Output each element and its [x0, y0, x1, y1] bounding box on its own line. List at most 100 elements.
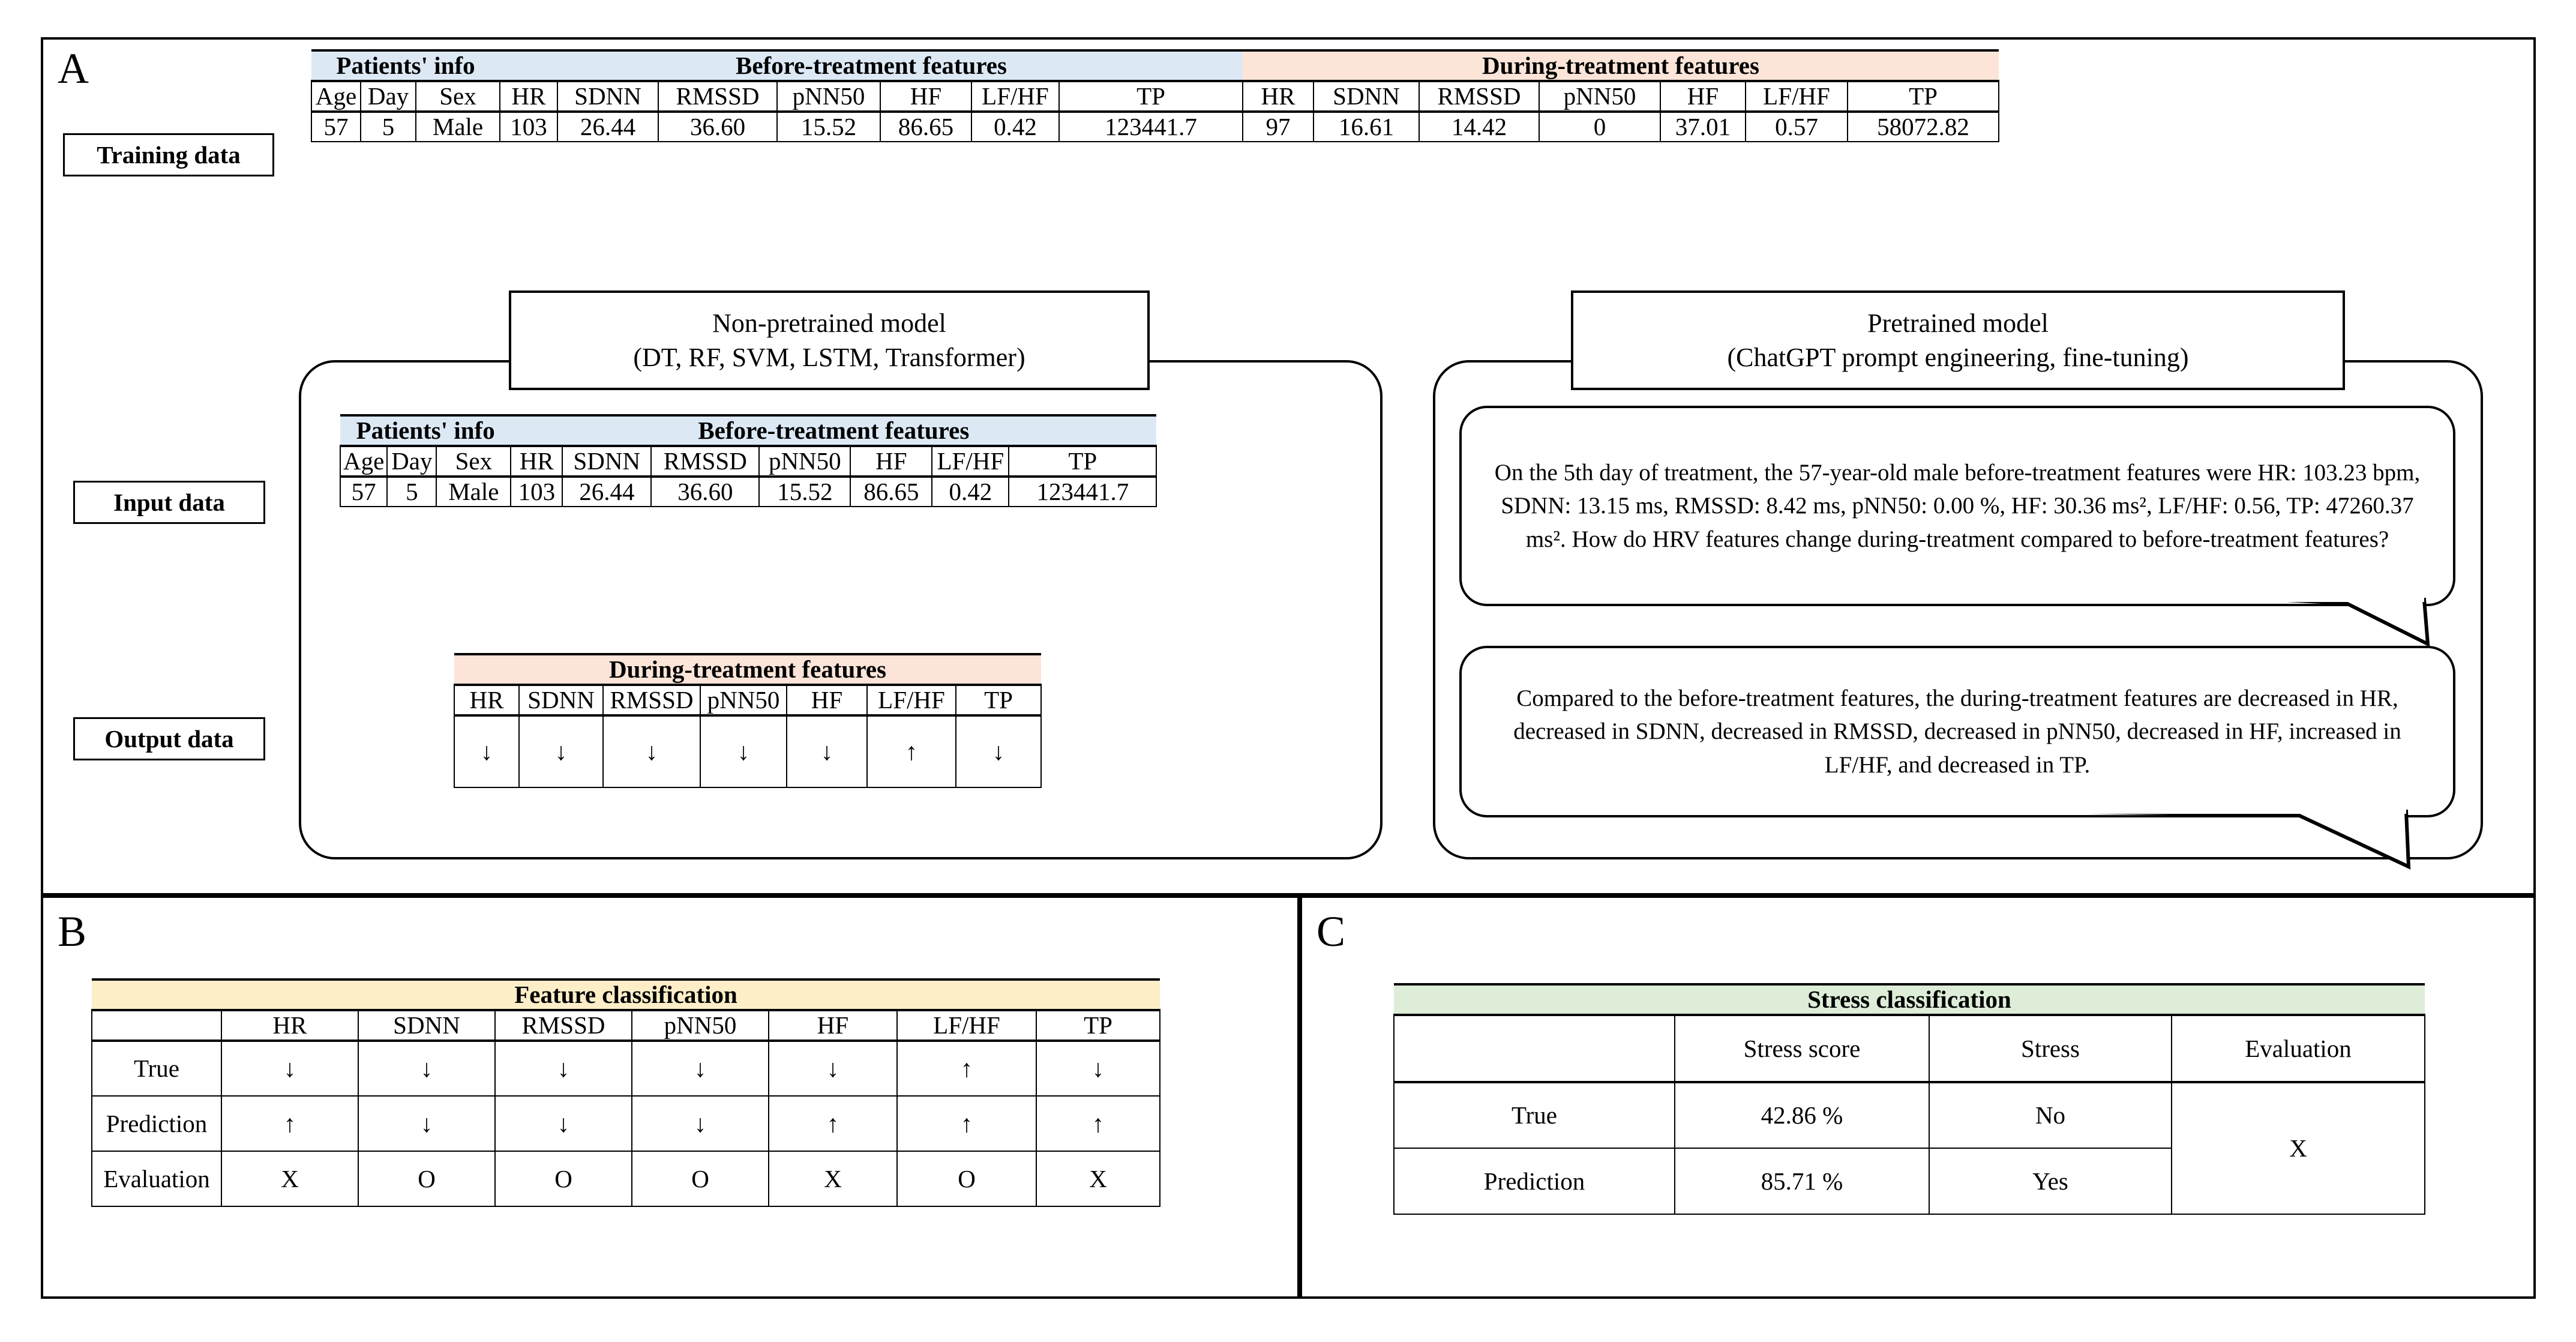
pretrained-model-title: Pretrained model (ChatGPT prompt enginee… [1571, 290, 2345, 390]
input-header-cell: SDNN [562, 445, 652, 478]
training-data-cell: 16.61 [1313, 111, 1420, 143]
output-data-table: During-treatment features HR SDNN RMSSD … [454, 652, 1042, 789]
training-data-cell: 103 [499, 111, 558, 143]
feature-cell: ↓ [1036, 1040, 1160, 1097]
feature-cell: X [768, 1151, 898, 1208]
output-band-row: During-treatment features [454, 652, 1041, 687]
training-data-cell: 14.42 [1419, 111, 1540, 143]
input-header-cell: Sex [436, 445, 512, 478]
output-arrow-cell: ↓ [454, 715, 520, 789]
training-data-cell: 0.57 [1745, 111, 1848, 143]
output-header-cell: LF/HF [866, 684, 956, 717]
feature-cell: ↓ [631, 1040, 769, 1097]
feature-cell: O [896, 1151, 1037, 1208]
feature-row-label: Evaluation [91, 1151, 222, 1208]
non-pretrained-title-line2: (DT, RF, SVM, LSTM, Transformer) [633, 343, 1025, 372]
feature-cell: ↓ [768, 1040, 898, 1097]
training-header-cell: Sex [415, 80, 500, 113]
input-data-cell: 5 [386, 476, 437, 508]
input-data-cell: 15.52 [758, 476, 851, 508]
training-header-cell: TP [1058, 80, 1243, 113]
training-header-cell: RMSSD [1419, 80, 1540, 113]
stress-evaluation-cell: X [2171, 1082, 2425, 1215]
stress-header-cell: Stress [1929, 1014, 2172, 1084]
feature-classification-title: Feature classification [92, 978, 1160, 1012]
training-header-row: Age Day Sex HR SDNN RMSSD pNN50 HF LF/HF… [311, 80, 1999, 113]
training-header-cell: HF [1660, 80, 1746, 113]
stress-classification-header-row: Stress score Stress Evaluation [1393, 1014, 2425, 1084]
stress-classification-wrapper: Stress classification Stress score Stres… [1393, 982, 2425, 1215]
input-header-cell: Day [386, 445, 437, 478]
stress-header-cell: Stress score [1674, 1014, 1930, 1084]
panel-a-letter: A [58, 44, 89, 92]
output-arrow-cell: ↓ [700, 715, 787, 789]
output-header-cell: SDNN [518, 684, 604, 717]
feature-classification-header-cell: LF/HF [896, 1010, 1037, 1043]
feature-cell: ↑ [221, 1095, 359, 1152]
feature-classification-header-row: HR SDNN RMSSD pNN50 HF LF/HF TP [91, 1010, 1160, 1043]
feature-cell: ↓ [221, 1040, 359, 1097]
band-before-treatment-input: Before-treatment features [511, 414, 1157, 448]
input-data-cell: Male [436, 476, 512, 508]
input-header-row: Age Day Sex HR SDNN RMSSD pNN50 HF LF/HF… [339, 445, 1157, 478]
output-header-cell: HF [786, 684, 868, 717]
feature-classification-header-cell: HF [768, 1010, 898, 1043]
feature-cell: ↓ [631, 1095, 769, 1152]
input-data-cell: 0.42 [931, 476, 1010, 508]
feature-cell: ↓ [494, 1095, 632, 1152]
stress-value-cell: Yes [1929, 1148, 2172, 1215]
stress-classification-table: Stress classification Stress score Stres… [1393, 982, 2425, 1215]
output-arrow-cell: ↓ [786, 715, 868, 789]
output-header-cell: TP [955, 684, 1042, 717]
stress-classification-corner [1393, 1014, 1675, 1084]
feature-cell: ↓ [494, 1040, 632, 1097]
training-header-cell: LF/HF [971, 80, 1060, 113]
training-data-cell: 37.01 [1660, 111, 1746, 143]
training-band-row: Patients' info Before-treatment features… [311, 49, 1999, 83]
stress-header-cell: Evaluation [2171, 1014, 2425, 1084]
panel-a [41, 37, 2536, 895]
table-row: True 42.86 % No X [1393, 1082, 2425, 1215]
stress-classification-title-row: Stress classification [1394, 982, 2425, 1017]
training-data-cell: 97 [1242, 111, 1314, 143]
band-during-treatment-output: During-treatment features [454, 652, 1041, 687]
feature-classification-table: Feature classification HR SDNN RMSSD pNN… [91, 978, 1160, 1208]
training-header-cell: HR [1242, 80, 1314, 113]
training-data-row: 57 5 Male 103 26.44 36.60 15.52 86.65 0.… [311, 111, 1999, 143]
training-header-cell: HF [880, 80, 972, 113]
label-input-data: Input data [73, 481, 265, 524]
training-data-cell: 57 [311, 111, 361, 143]
non-pretrained-title-line1: Non-pretrained model [712, 308, 946, 338]
training-data-cell: 0 [1539, 111, 1661, 143]
response-bubble-tail-icon [2046, 809, 2411, 870]
band-patients-info: Patients' info [311, 49, 500, 83]
feature-classification-corner [91, 1010, 222, 1043]
feature-cell: O [358, 1151, 496, 1208]
output-header-cell: HR [454, 684, 520, 717]
band-patients-info-input: Patients' info [340, 414, 511, 448]
feature-classification-header-cell: HR [221, 1010, 359, 1043]
stress-row-label: Prediction [1393, 1148, 1675, 1215]
input-header-cell: Age [339, 445, 388, 478]
training-data-cell: 5 [360, 111, 416, 143]
table-row: True ↓ ↓ ↓ ↓ ↓ ↑ ↓ [91, 1040, 1160, 1097]
stress-classification-title: Stress classification [1394, 982, 2425, 1017]
table-row: Prediction ↑ ↓ ↓ ↓ ↑ ↑ ↑ [91, 1095, 1160, 1152]
feature-cell: O [494, 1151, 632, 1208]
input-data-cell: 57 [339, 476, 388, 508]
panel-c [1300, 895, 2536, 1299]
training-data-cell: 0.42 [971, 111, 1060, 143]
training-data-cell: 86.65 [880, 111, 972, 143]
training-header-cell: pNN50 [1539, 80, 1661, 113]
input-header-cell: HR [510, 445, 563, 478]
feature-classification-header-cell: TP [1036, 1010, 1160, 1043]
feature-classification-title-row: Feature classification [92, 978, 1160, 1012]
feature-row-label: True [91, 1040, 222, 1097]
training-data-table: Patients' info Before-treatment features… [311, 49, 1999, 143]
stress-row-label: True [1393, 1082, 1675, 1149]
input-header-cell: pNN50 [758, 445, 851, 478]
training-header-cell: TP [1847, 80, 1999, 113]
chatgpt-prompt-text: On the 5th day of treatment, the 57-year… [1494, 459, 2421, 552]
output-arrow-cell: ↓ [602, 715, 701, 789]
input-header-cell: LF/HF [931, 445, 1010, 478]
